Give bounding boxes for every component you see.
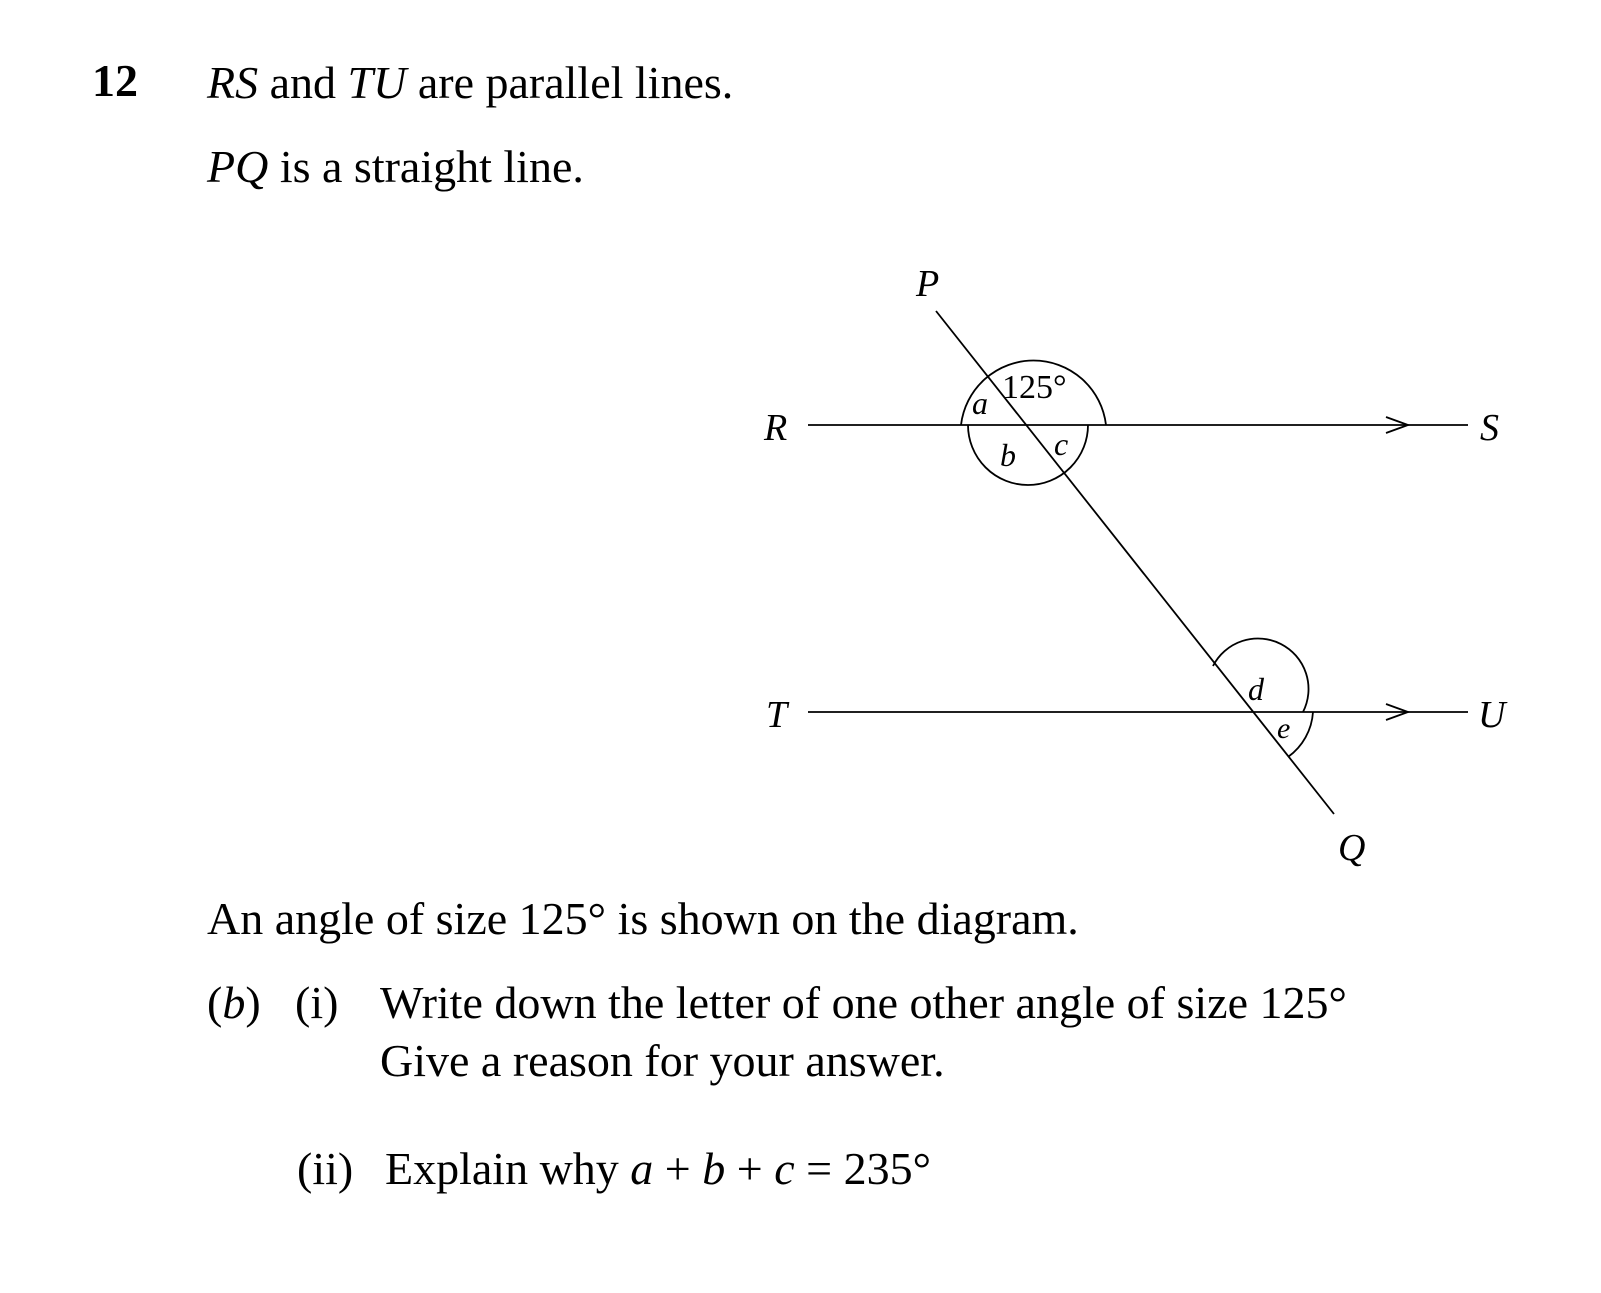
question-number: 12 bbox=[92, 55, 138, 106]
segment-tu: TU bbox=[347, 57, 407, 108]
sub-part-i-line2: Give a reason for your answer. bbox=[380, 1035, 945, 1086]
label-p: P bbox=[915, 263, 939, 305]
angle-label-d: d bbox=[1248, 671, 1265, 707]
angle-label-125: 125° bbox=[1002, 369, 1067, 406]
angle-label-e: e bbox=[1277, 712, 1290, 745]
plus-sign: + bbox=[653, 1143, 703, 1194]
angle-arc-d bbox=[1212, 637, 1310, 713]
angle-arc-125 bbox=[960, 359, 1107, 426]
sub-part-ii-prefix: Explain why bbox=[385, 1143, 631, 1194]
part-b-label: (b) bbox=[207, 980, 261, 1026]
parallel-arrow-tu bbox=[1385, 703, 1411, 721]
label-q: Q bbox=[1338, 827, 1365, 869]
angle-arc-e bbox=[1287, 711, 1314, 758]
angle-label-c: c bbox=[1054, 426, 1068, 462]
angle-label-a: a bbox=[972, 385, 988, 421]
segment-rs: RS bbox=[207, 57, 259, 108]
statement-and: and bbox=[258, 57, 348, 108]
label-u: U bbox=[1478, 694, 1508, 736]
sub-part-ii-label: (ii) bbox=[297, 1143, 354, 1194]
segment-pq: PQ bbox=[207, 141, 269, 192]
statement-straight-line: PQ is a straight line. bbox=[207, 144, 584, 190]
sub-part-i-label: (i) bbox=[295, 977, 339, 1028]
var-c: c bbox=[774, 1143, 795, 1194]
sub-part-ii-text: Explain why a + b + c = 235° bbox=[385, 1146, 931, 1192]
label-s: S bbox=[1480, 407, 1499, 449]
sub-part-i-line1: Write down the letter of one other angle… bbox=[380, 977, 1347, 1028]
label-t: T bbox=[766, 694, 790, 736]
statement-rest: are parallel lines. bbox=[406, 57, 734, 108]
plus-sign: + bbox=[725, 1143, 775, 1194]
angle-intro-text: An angle of size 125° is shown on the di… bbox=[207, 893, 1079, 944]
var-b: b bbox=[702, 1143, 726, 1194]
angle-label-b: b bbox=[1000, 437, 1016, 473]
line-pq bbox=[935, 310, 1335, 815]
parallel-arrow-rs bbox=[1385, 416, 1411, 434]
part-b-open: ( bbox=[207, 977, 223, 1028]
statement-rest: is a straight line. bbox=[268, 141, 584, 192]
statement-parallel-lines: RS and TU are parallel lines. bbox=[207, 60, 733, 106]
label-r: R bbox=[763, 407, 787, 449]
part-b-letter: b bbox=[222, 977, 246, 1028]
angle-arc-bc bbox=[967, 424, 1089, 486]
part-b-close: ) bbox=[245, 977, 261, 1028]
var-a: a bbox=[630, 1143, 654, 1194]
equals-235: = 235° bbox=[794, 1143, 931, 1194]
